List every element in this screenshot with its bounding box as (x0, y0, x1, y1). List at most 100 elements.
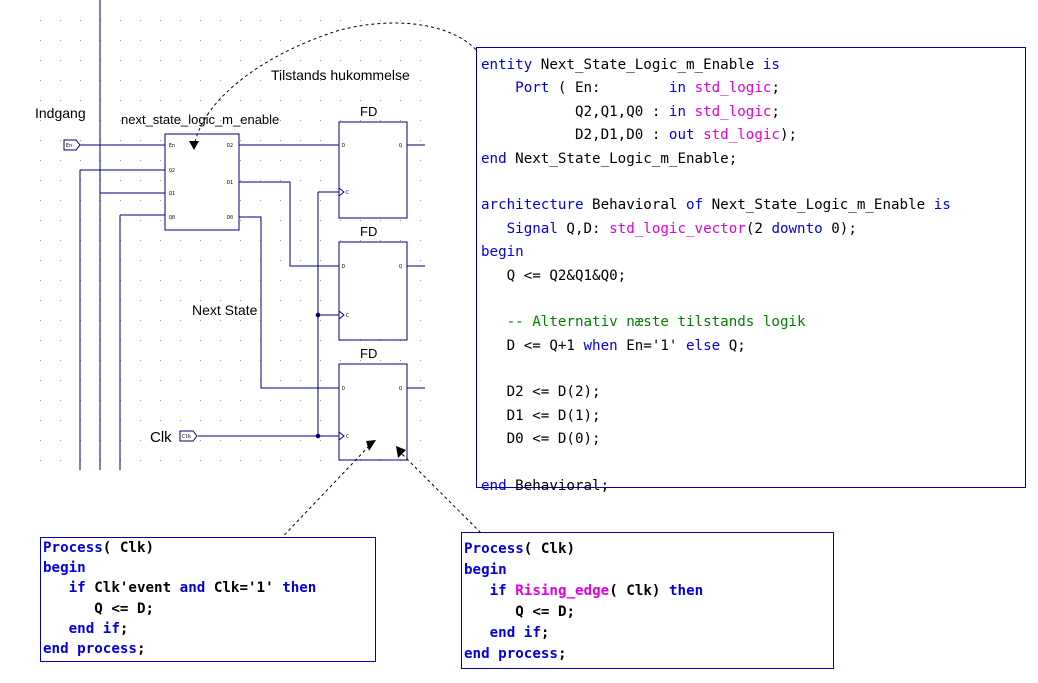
label-next-state: Next State (192, 302, 258, 318)
code-token: D0 <= D(0); (481, 431, 601, 448)
code-token: Q; (728, 337, 746, 354)
code-token: (2 (745, 220, 772, 237)
code-token: end process (43, 640, 137, 657)
process-clk-event-code: Process( Clk) begin if Clk'event and Clk=… (40, 537, 376, 662)
code-line: -- Alternativ næste tilstands logik (481, 311, 1025, 334)
code-token: ; (771, 103, 780, 120)
code-token: ( En: (557, 80, 669, 97)
code-line: end Behavioral; (481, 475, 1025, 498)
code-token: if (489, 583, 516, 599)
code-token: Clk='1' (213, 580, 283, 597)
code-token: Q <= D; (464, 604, 576, 620)
code-line: Port ( En: in std_logic; (481, 77, 1025, 100)
code-line: Q2,Q1,Q0 : in std_logic; (481, 101, 1025, 124)
code-line (481, 358, 1025, 381)
code-line: if Rising_edge( Clk) then (464, 581, 833, 602)
svg-text:D: D (342, 143, 345, 149)
port-clk: Clk (179, 430, 198, 442)
svg-text:Clk: Clk (182, 434, 191, 440)
code-token (464, 625, 490, 641)
port-en: En (63, 139, 81, 151)
svg-text:C: C (346, 313, 349, 319)
svg-text:Q: Q (399, 143, 402, 149)
code-token: Q <= D; (43, 600, 155, 617)
label-fd1: FD (360, 104, 377, 119)
code-line: Q <= Q2&Q1&Q0; (481, 265, 1025, 288)
pin-q1: Q1 (169, 191, 175, 197)
code-line: begin (43, 558, 375, 578)
code-token: Process (43, 540, 103, 556)
svg-text:D: D (342, 264, 345, 270)
code-token: Signal (506, 220, 567, 237)
code-token: D1 <= D(1); (481, 407, 601, 424)
code-token (43, 580, 69, 596)
code-token: end process (464, 646, 558, 662)
label-next-state-logic-block: next_state_logic_m_enable (121, 112, 279, 127)
flipflop-fd2: D Q C (338, 241, 408, 341)
code-line: if Clk'event and Clk='1' then (43, 578, 375, 598)
code-line: end if; (43, 619, 375, 639)
code-token: then (282, 580, 317, 597)
code-token: begin (43, 560, 86, 577)
code-token (481, 314, 507, 330)
code-line: end if; (464, 623, 833, 644)
code-token: 0); (831, 220, 857, 237)
code-token: Process (464, 541, 524, 557)
code-token: std_logic_vector (609, 220, 746, 237)
code-token: Q2,Q1,Q0 : (481, 103, 669, 120)
next-state-logic-block: En Q2 Q1 Q0 D2 D1 D0 (164, 133, 240, 231)
label-tilstands-hukommelse: Tilstands hukommelse (271, 67, 410, 83)
pin-en: En (169, 143, 175, 149)
code-token: Next_State_Logic_m_Enable; (515, 150, 738, 167)
code-token: std_logic (694, 103, 772, 120)
flipflop-fd3: D Q C (338, 363, 408, 461)
code-token: Port (515, 80, 558, 97)
code-line (481, 288, 1025, 311)
code-token: end (481, 150, 516, 167)
code-token: entity (481, 57, 541, 73)
code-token: if (68, 580, 95, 597)
pin-q2: Q2 (169, 168, 175, 174)
code-token: begin (464, 562, 507, 578)
code-token: then (669, 583, 704, 599)
pin-q0: Q0 (169, 215, 175, 221)
code-token: std_logic (703, 127, 780, 144)
code-line: Process( Clk) (43, 538, 375, 558)
code-token: ( Clk) (523, 541, 576, 557)
code-line (481, 452, 1025, 475)
code-token: end if (489, 625, 541, 641)
svg-text:C: C (346, 434, 349, 440)
code-token (464, 583, 490, 599)
code-line: D2 <= D(2); (481, 381, 1025, 404)
code-token: ); (779, 127, 798, 144)
code-token (481, 221, 507, 237)
pin-d2: D2 (227, 143, 233, 149)
code-line: Process( Clk) (464, 539, 833, 560)
pin-d1: D1 (227, 180, 233, 186)
code-token: ; (136, 640, 146, 657)
vhdl-entity-code: entity Next_State_Logic_m_Enable is Port… (476, 47, 1026, 494)
code-token: D <= Q+1 (481, 337, 584, 354)
svg-text:Q: Q (399, 386, 402, 392)
code-token: ; (771, 80, 780, 97)
code-token: begin (481, 244, 524, 261)
code-token: ; (540, 625, 550, 641)
code-token: En='1' (626, 337, 687, 354)
code-token: else (686, 337, 729, 354)
code-token: ; (557, 646, 567, 662)
svg-text:Q: Q (399, 264, 402, 270)
code-line: D0 <= D(0); (481, 428, 1025, 451)
code-line: D1 <= D(1); (481, 405, 1025, 428)
code-line: architecture Behavioral of Next_State_Lo… (481, 194, 1025, 217)
code-token: Behavioral (592, 197, 687, 214)
callout-lines (194, 22, 486, 549)
code-token: downto (771, 220, 832, 237)
code-token: Next_State_Logic_m_Enable (711, 197, 934, 214)
code-line: Q <= D; (43, 599, 375, 619)
left-vertical-lines (79, 0, 121, 470)
code-token (43, 621, 69, 637)
svg-text:D: D (342, 386, 345, 392)
code-token: out (668, 127, 704, 144)
code-line (481, 171, 1025, 194)
